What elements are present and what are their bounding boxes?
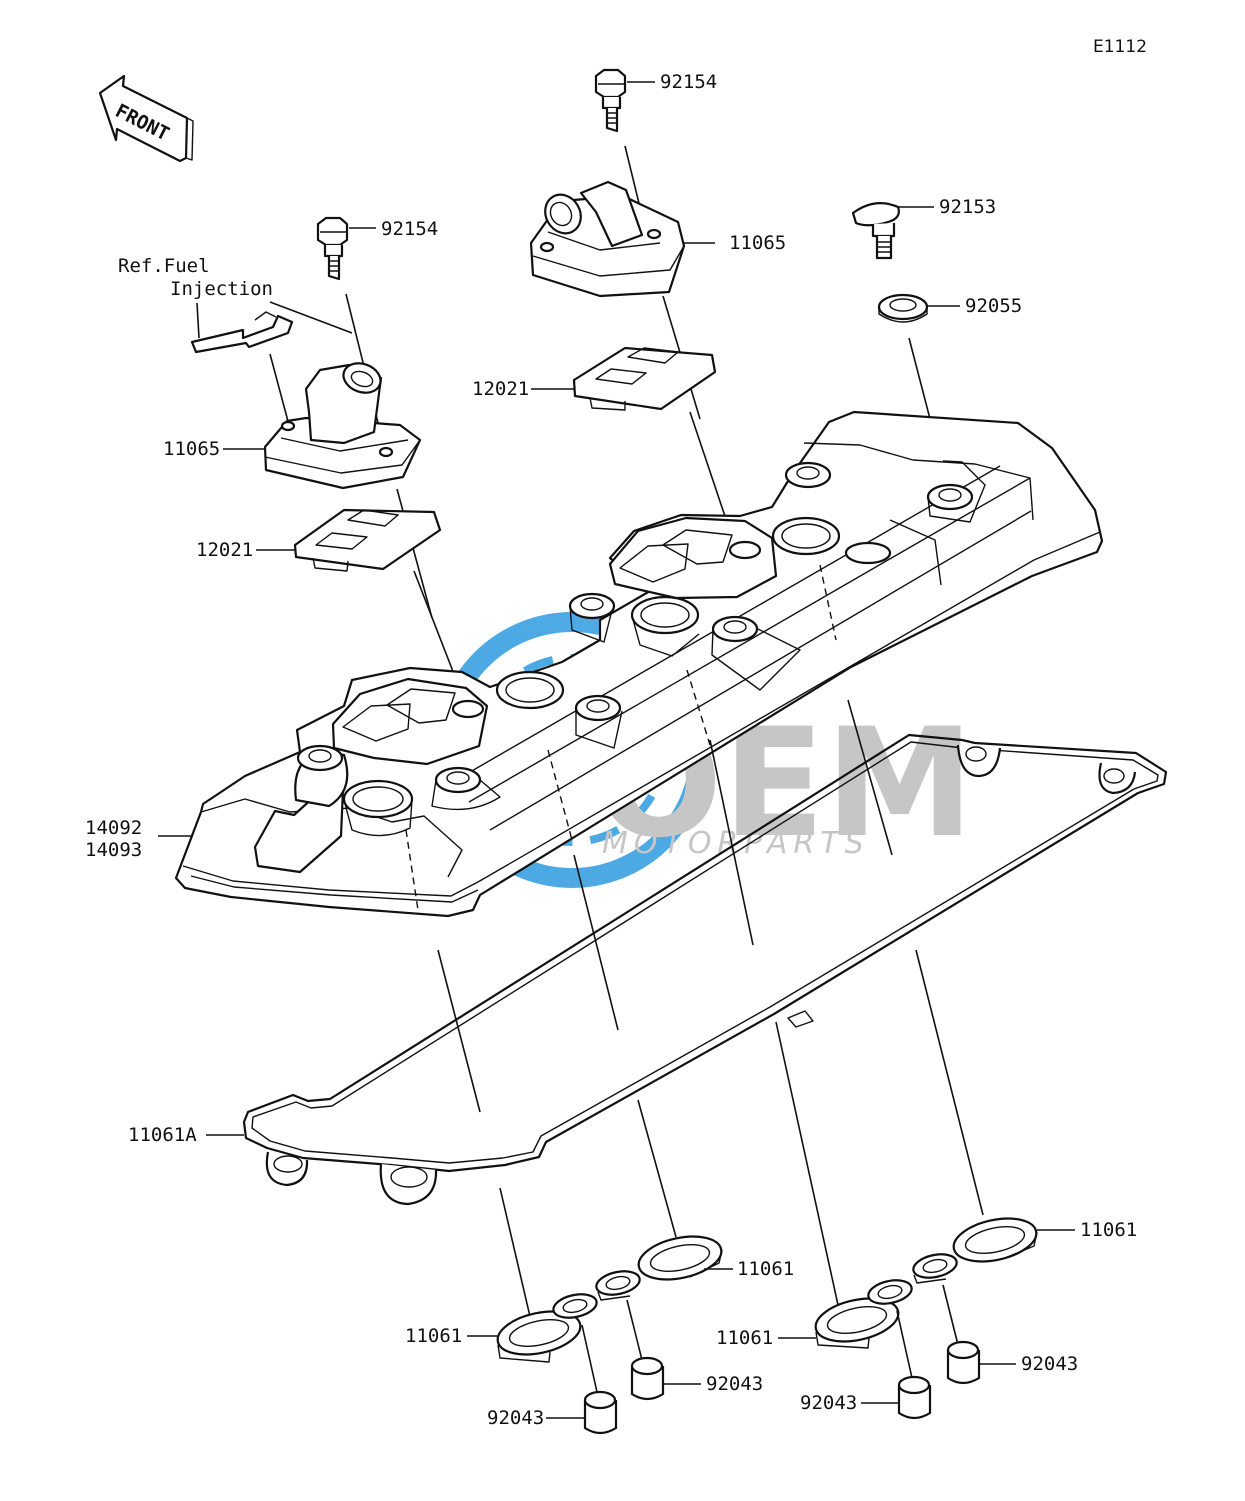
label-bolt-left: 92154 [381, 218, 438, 240]
label-bolt-right: 92153 [939, 196, 996, 218]
label-cover-top: 11065 [729, 232, 786, 254]
plug-gasket-c [814, 1279, 913, 1349]
collar-c [897, 1375, 932, 1420]
label-collar-c: 92043 [800, 1392, 857, 1414]
label-plug-gasket-d: 11061 [1080, 1219, 1137, 1241]
label-plug-gasket-c: 11061 [716, 1327, 773, 1349]
gasket-top [572, 346, 717, 411]
cover-left [263, 362, 422, 490]
label-gasket-left: 12021 [196, 539, 253, 561]
main-gasket [242, 733, 1168, 1206]
gasket-left [293, 508, 442, 572]
label-gasket-top: 12021 [472, 378, 529, 400]
bolt-right [851, 202, 900, 260]
fuel-injection-bracket [190, 311, 294, 354]
collar-d [946, 1340, 981, 1385]
plug-gasket-d [912, 1217, 1038, 1284]
collar-a [583, 1390, 618, 1435]
label-collar-d: 92043 [1021, 1353, 1078, 1375]
bolt-top [594, 68, 627, 133]
label-main-gasket: 11061A [128, 1124, 197, 1146]
ref-note-line1: Ref.Fuel [118, 255, 210, 277]
label-collar-b: 92043 [706, 1373, 763, 1395]
head-cover [174, 410, 1104, 918]
label-head-cover-2: 14093 [85, 839, 142, 861]
collar-b [630, 1356, 665, 1401]
label-bolt-top: 92154 [660, 71, 717, 93]
label-plug-gasket-b: 11061 [737, 1258, 794, 1280]
plug-gasket-b [595, 1235, 723, 1301]
label-washer-right: 92055 [965, 295, 1022, 317]
label-plug-gasket-a: 11061 [405, 1325, 462, 1347]
watermark-sub: MOTORPARTS [602, 826, 870, 861]
ref-note-line2: Injection [170, 278, 273, 300]
label-collar-a: 92043 [487, 1407, 544, 1429]
cover-top [529, 180, 686, 298]
label-cover-left: 11065 [163, 438, 220, 460]
label-head-cover-1: 14092 [85, 817, 142, 839]
plug-gasket-a [496, 1293, 598, 1363]
bolt-left [316, 216, 349, 281]
front-arrow-icon: FRONT [98, 74, 194, 163]
diagram-code: E1112 [1093, 37, 1147, 57]
washer-right [877, 293, 929, 323]
